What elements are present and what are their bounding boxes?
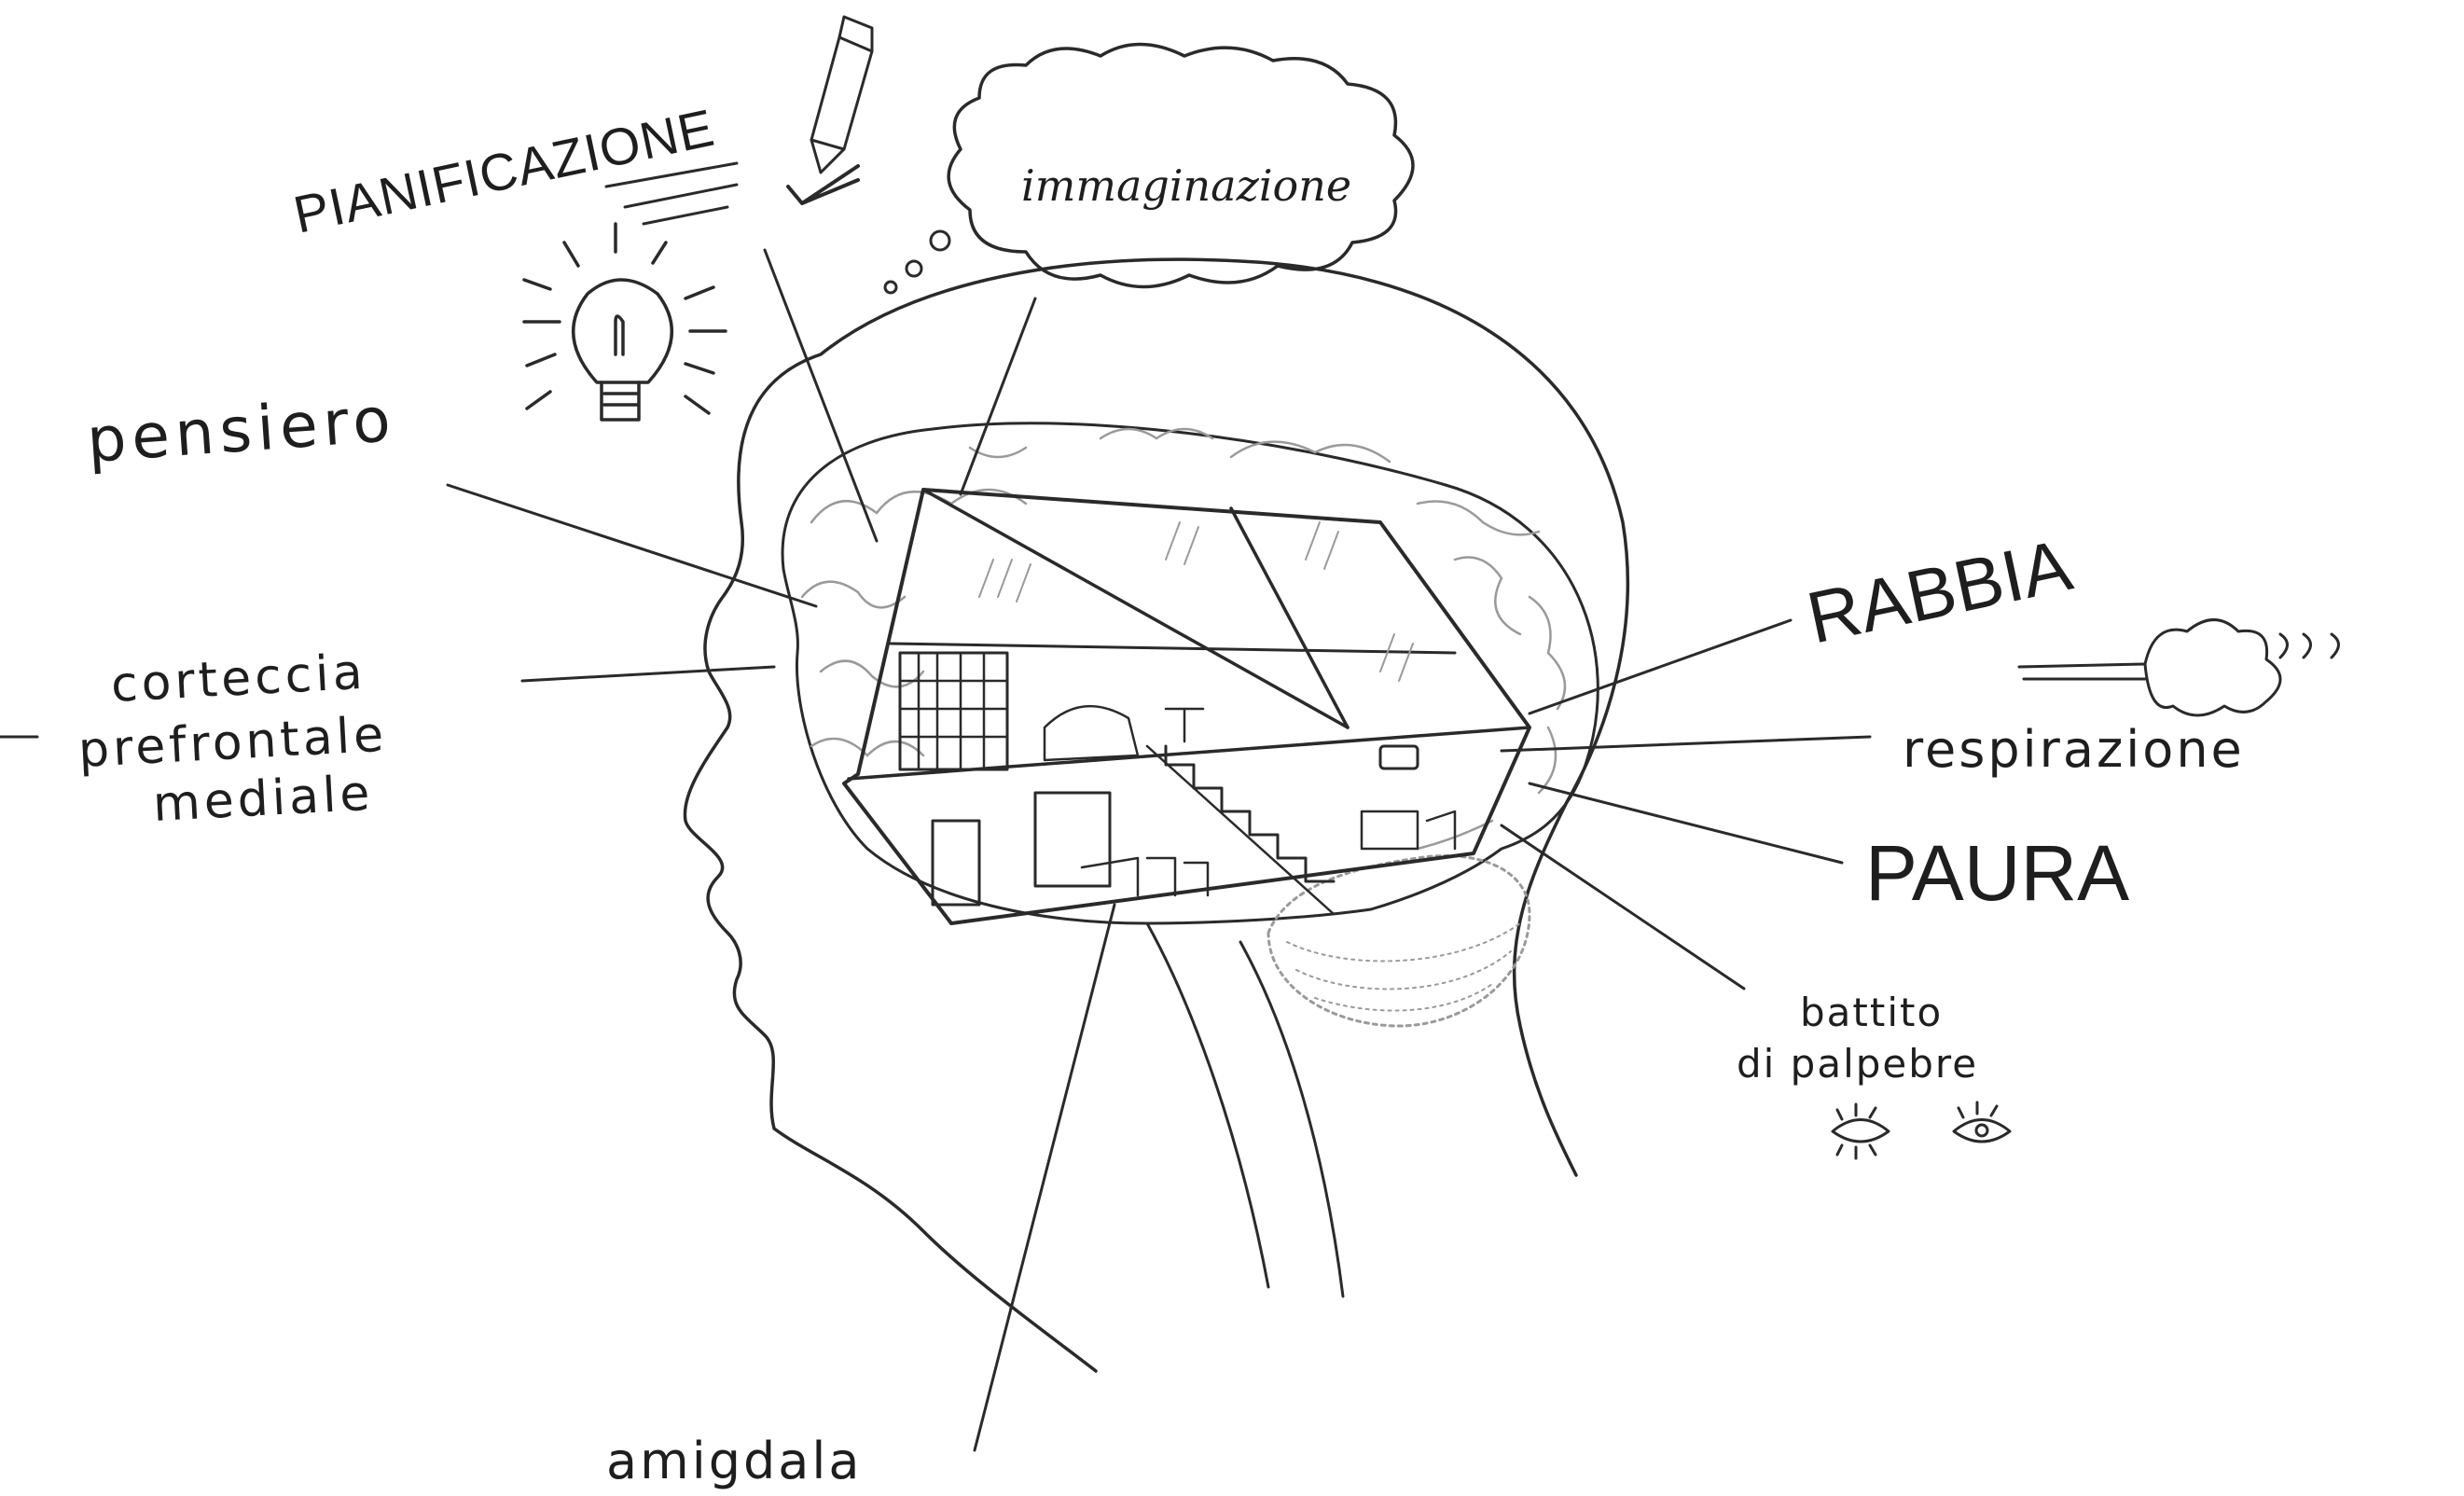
eye-blink-icon <box>1954 1102 2010 1142</box>
pencil-icon <box>811 17 872 173</box>
leader-battito <box>1502 825 1744 989</box>
label-amigdala: amigdala <box>606 1432 862 1490</box>
house-cabinet <box>1035 793 1110 886</box>
label-battito-line1: battito <box>1800 990 1943 1035</box>
thought-bubble-icon <box>907 261 921 276</box>
leader-corteccia <box>522 667 774 681</box>
eye-blink-icon <box>1833 1104 1889 1158</box>
house-window-right <box>1380 746 1418 769</box>
label-immaginazione: immaginazione <box>1021 160 1351 211</box>
lightbulb-rays-icon <box>524 224 726 413</box>
house-staircase <box>1166 746 1334 881</box>
house-bookshelf <box>900 653 1007 769</box>
house-fridge <box>933 821 979 905</box>
leader-immaginazione <box>961 298 1035 494</box>
label-pensiero: pensiero <box>85 383 398 477</box>
house-outline <box>844 490 1530 923</box>
thought-bubble-icon <box>885 282 896 293</box>
house-table <box>1166 709 1203 741</box>
house-ground-floor <box>849 727 1530 779</box>
leader-pensiero <box>448 485 816 606</box>
house-sofa <box>1045 706 1138 760</box>
house-glass-hatching <box>979 522 1413 681</box>
label-corteccia-line3: mediale <box>152 766 375 833</box>
label-respirazione: respirazione <box>1903 720 2245 779</box>
label-rabbia: RABBIA <box>1800 523 2078 659</box>
leader-respirazione <box>1502 737 1870 751</box>
lightbulb-icon <box>574 280 672 420</box>
breath-puff-icon <box>2019 620 2339 716</box>
spinal-cord-left <box>1147 923 1268 1287</box>
brain-gyri <box>802 429 1565 849</box>
leader-rabbia <box>1530 620 1791 713</box>
head-outline <box>685 259 1627 1371</box>
spinal-cord-right <box>1240 942 1343 1296</box>
label-corteccia-line1: corteccia <box>110 644 367 713</box>
thought-bubble-icon <box>931 231 949 250</box>
leader-paura <box>1530 783 1842 863</box>
house-bookshelf-shelves <box>900 653 1007 769</box>
label-battito-line2: di palpebre <box>1737 1041 1978 1087</box>
label-paura: PAURA <box>1865 829 2129 917</box>
leader-pianificazione <box>765 250 877 541</box>
